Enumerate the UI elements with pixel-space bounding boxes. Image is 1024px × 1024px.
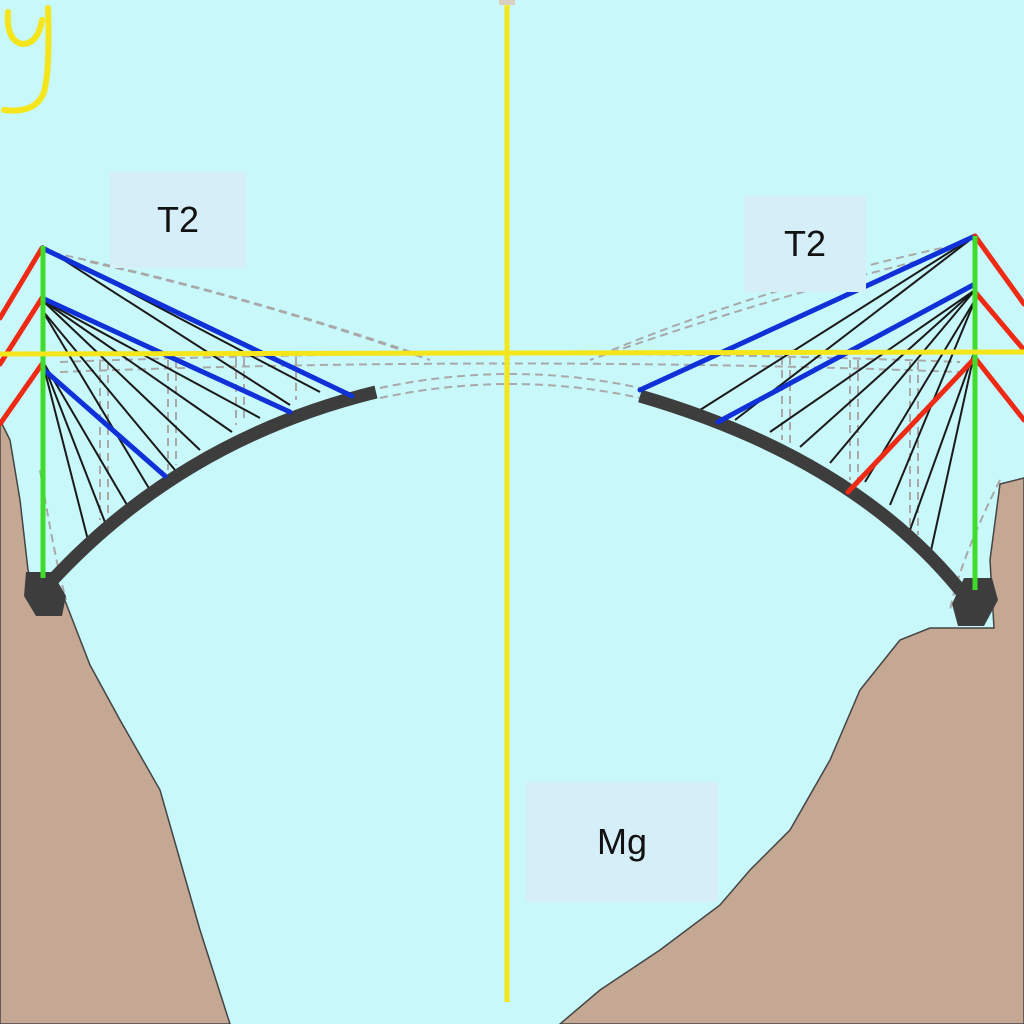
weight-label: Mg xyxy=(526,782,718,902)
right-footing xyxy=(952,578,998,626)
left-arch xyxy=(43,385,378,590)
right-red-cables xyxy=(845,233,1024,495)
y-axis-label-icon xyxy=(1,5,52,114)
x-axis-line xyxy=(0,349,1024,357)
left-blue-cables xyxy=(39,245,355,479)
left-canyon-wall xyxy=(0,419,231,1024)
tension-label-left: T2 xyxy=(110,172,246,268)
axis-top-marker xyxy=(499,0,515,5)
left-cable-stays xyxy=(41,245,321,549)
tension-label-right: T2 xyxy=(744,196,866,292)
right-arch xyxy=(638,389,974,604)
dashed-deck-outline xyxy=(39,239,1001,611)
left-footing xyxy=(24,572,66,616)
right-canyon-wall xyxy=(558,477,1024,1024)
left-red-cables xyxy=(0,245,45,427)
